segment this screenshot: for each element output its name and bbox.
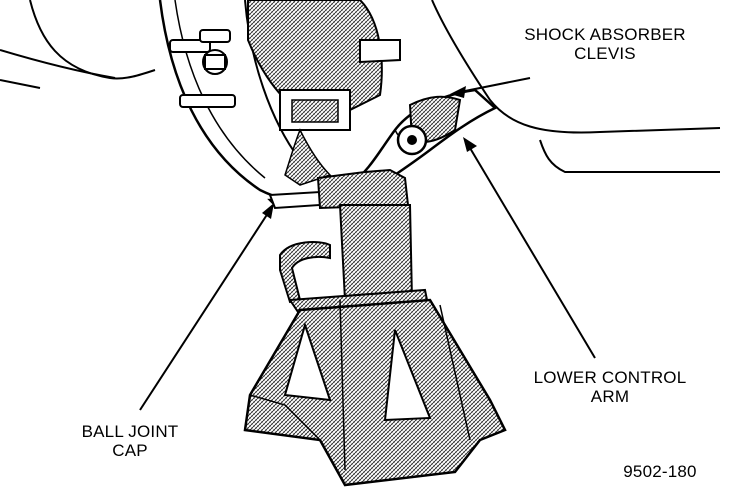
- arrowhead-shock-absorber-clevis: [450, 86, 466, 98]
- shock-absorber-clevis: [396, 95, 462, 156]
- label-ball-joint-cap-line-2: CAP: [112, 441, 148, 460]
- body-panel: [431, 0, 721, 173]
- label-shock-absorber-clevis-line-1: SHOCK ABSORBER: [524, 25, 686, 44]
- arrowhead-lower-control-arm: [463, 137, 477, 152]
- label-lower-control-arm-line-1: LOWER CONTROL: [533, 368, 687, 387]
- jack-stand: [243, 168, 507, 487]
- arrowhead-ball-joint-cap: [262, 203, 274, 219]
- leader-lines: [139, 77, 596, 411]
- label-shock-absorber-clevis-line-2: CLEVIS: [574, 44, 636, 63]
- label-lower-control-arm-line-2: ARM: [590, 387, 630, 406]
- ball-joint-cap: [268, 190, 321, 210]
- steering-knuckle: [284, 128, 332, 186]
- label-lower-control-arm: LOWER CONTROL ARM: [505, 368, 715, 406]
- brake-caliper: [247, 0, 401, 131]
- leader-shock-absorber-clevis: [459, 77, 531, 93]
- fender: [0, 0, 156, 89]
- figure-id: 9502-180: [623, 462, 697, 481]
- arrowheads: [262, 86, 477, 219]
- label-ball-joint-cap: BALL JOINT CAP: [60, 422, 200, 460]
- leader-lower-control-arm: [469, 147, 596, 359]
- wheel-studs: [169, 29, 236, 108]
- label-ball-joint-cap-line-1: BALL JOINT: [81, 422, 179, 441]
- label-shock-absorber-clevis: SHOCK ABSORBER CLEVIS: [500, 25, 710, 63]
- leader-ball-joint-cap: [139, 209, 271, 411]
